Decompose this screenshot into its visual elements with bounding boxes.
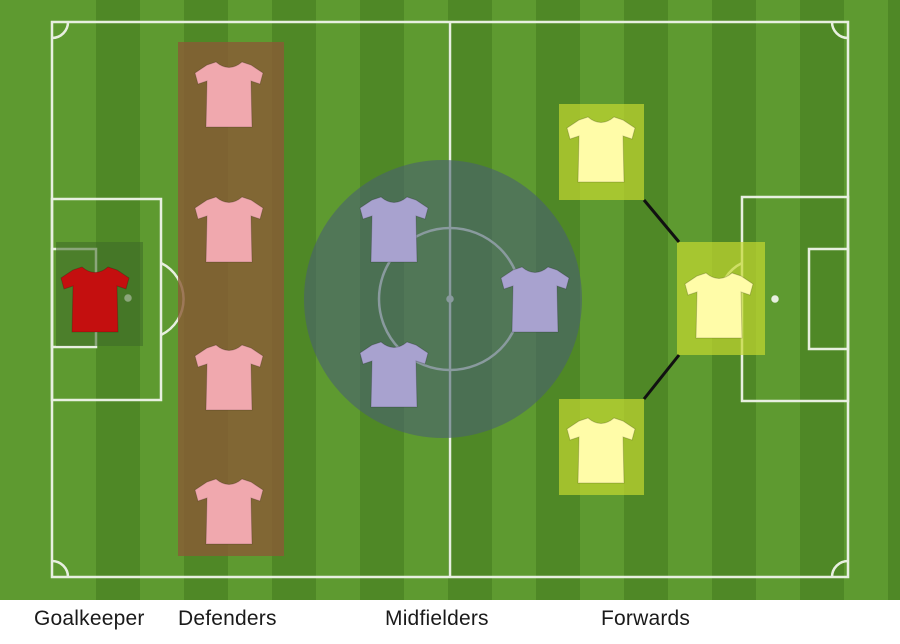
corner-arc-bottom-left xyxy=(51,559,70,578)
pitch-svg xyxy=(0,0,900,600)
group-zones xyxy=(56,42,765,556)
defenders-label: Defenders xyxy=(178,607,277,630)
group-label-row: Goalkeeper Defenders Midfielders Forward… xyxy=(0,600,900,644)
forwards-label: Forwards xyxy=(601,607,691,630)
midfielders-label: Midfielders xyxy=(385,607,489,630)
pitch xyxy=(0,0,900,600)
corner-arc-top-left xyxy=(51,21,70,40)
goalkeeper-label: Goalkeeper xyxy=(34,607,145,630)
corner-arc-top-right xyxy=(830,21,849,40)
forward-connectors xyxy=(642,199,681,400)
grass-stripe xyxy=(888,0,900,600)
forward-connector-top xyxy=(642,199,681,243)
corner-arc-bottom-right xyxy=(830,559,849,578)
forward-connector-bottom xyxy=(642,354,681,400)
right-penalty-spot xyxy=(771,295,779,303)
grass-stripe xyxy=(800,0,844,600)
defenders-zone xyxy=(178,42,284,556)
grass-stripe xyxy=(624,0,668,600)
right-goal-area xyxy=(807,247,850,351)
